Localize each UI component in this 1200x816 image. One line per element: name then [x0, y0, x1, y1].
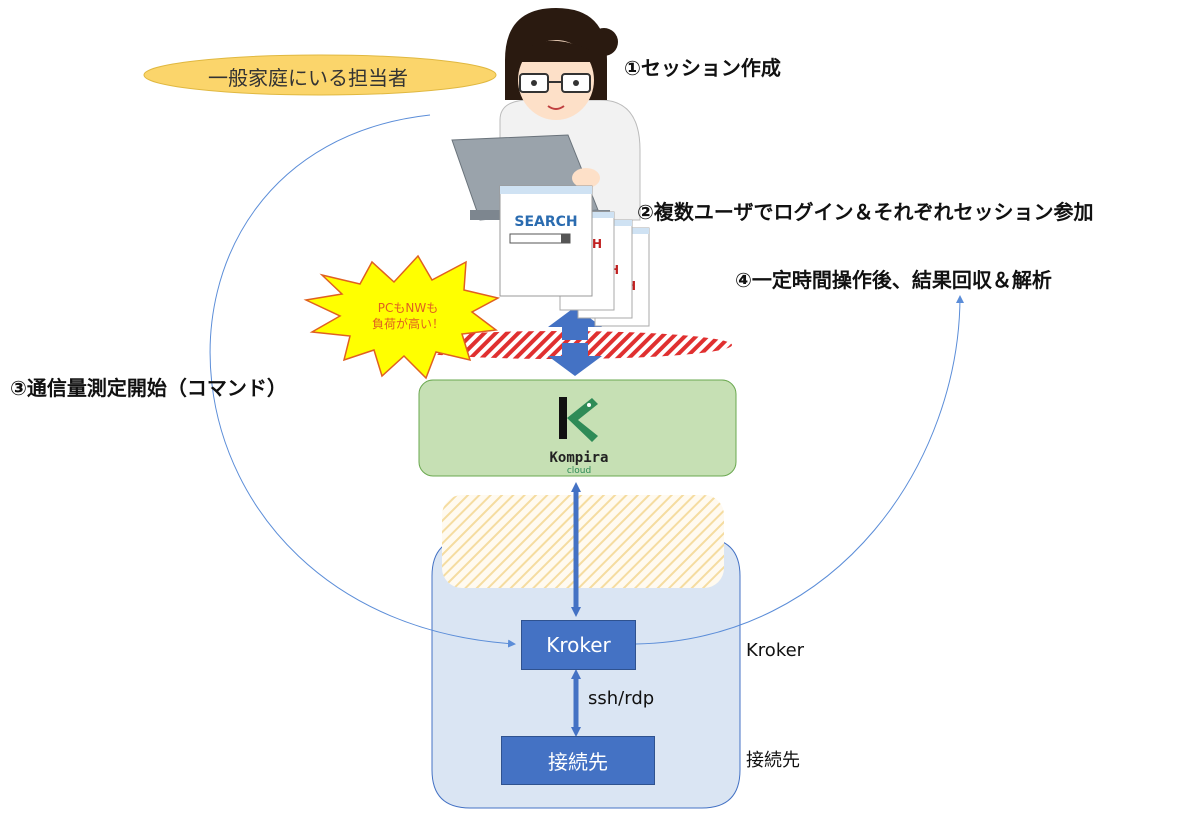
search-logo: SEARCH [514, 214, 577, 230]
kroker-side-label: Kroker [746, 640, 805, 661]
step2-label: ②複数ユーザでログイン＆それぞれセッション参加 [637, 200, 1094, 224]
ssh-label: ssh/rdp [588, 688, 655, 709]
step3-label: ③通信量測定開始（コマンド） [10, 376, 287, 400]
step1-label: ①セッション作成 [624, 56, 781, 80]
browser-windows: H H H SEARCH [499, 185, 650, 327]
step4-label: ④一定時間操作後、結果回収＆解析 [735, 268, 1052, 292]
burst-text-1: PCもNWも [378, 301, 438, 315]
curve-step3 [209, 114, 516, 648]
kompira-logo-sub: cloud [567, 466, 591, 476]
svg-text:H: H [592, 237, 602, 251]
curve-step4 [635, 295, 964, 645]
target-side-label: 接続先 [746, 750, 800, 771]
load-ellipse [388, 331, 732, 359]
load-burst [303, 254, 501, 380]
hatched-zone [442, 495, 724, 588]
kompira-logo-text: Kompira [549, 450, 608, 466]
kompira-logo: Kompira cloud [549, 397, 609, 476]
burst-text-2: 負荷が高い！ [372, 316, 444, 331]
kroker-box: Kroker [521, 620, 636, 670]
role-label: 一般家庭にいる担当者 [208, 66, 408, 90]
role-ellipse [143, 54, 497, 96]
big-double-arrow [548, 307, 602, 376]
target-box: 接続先 [501, 736, 655, 785]
